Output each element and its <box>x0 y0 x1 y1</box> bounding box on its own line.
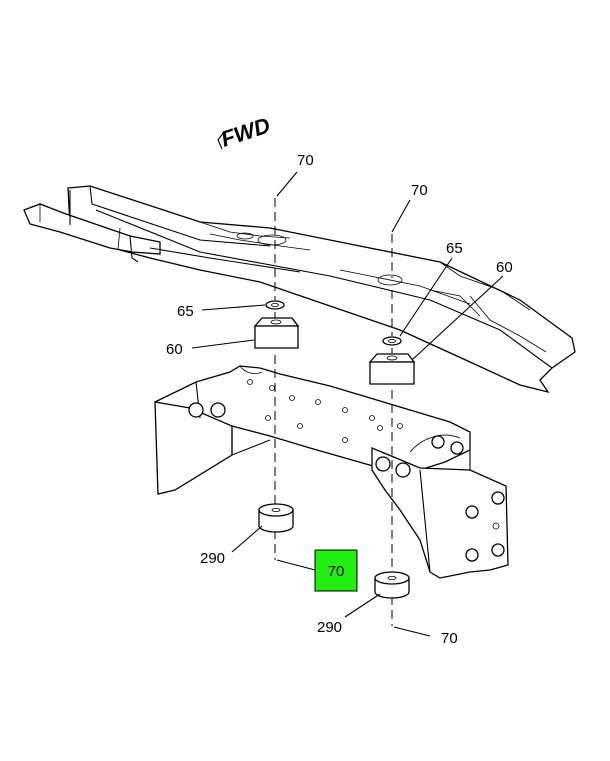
crossmember-bracket <box>154 365 509 579</box>
leader-lines <box>191 171 504 637</box>
mount-block-left <box>253 317 300 349</box>
callout-top-left-70[interactable]: 70 <box>297 152 314 169</box>
callout-washer-right-65[interactable]: 65 <box>446 240 463 257</box>
washer-left <box>265 300 285 310</box>
callout-spacer-left-290[interactable]: 290 <box>200 550 225 567</box>
callout-bottom-right-70[interactable]: 70 <box>441 630 458 647</box>
washer-right <box>382 336 402 346</box>
forward-indicator: FWD <box>217 112 273 152</box>
highlighted-callout-box[interactable] <box>314 549 358 592</box>
callout-washer-left-65[interactable]: 65 <box>177 303 194 320</box>
chevron-left-icon <box>217 131 225 150</box>
forward-label: FWD <box>218 112 273 151</box>
callout-block-right-60[interactable]: 60 <box>496 259 513 276</box>
callout-block-left-60[interactable]: 60 <box>166 341 183 358</box>
spacer-left <box>258 503 294 533</box>
spacer-right <box>374 571 410 599</box>
callout-spacer-right-290[interactable]: 290 <box>317 619 342 636</box>
callout-top-right-70[interactable]: 70 <box>411 182 428 199</box>
callout-bottom-left-70[interactable]: 70 <box>328 563 345 580</box>
frame-rail <box>23 185 576 394</box>
mount-block-right <box>368 353 416 385</box>
